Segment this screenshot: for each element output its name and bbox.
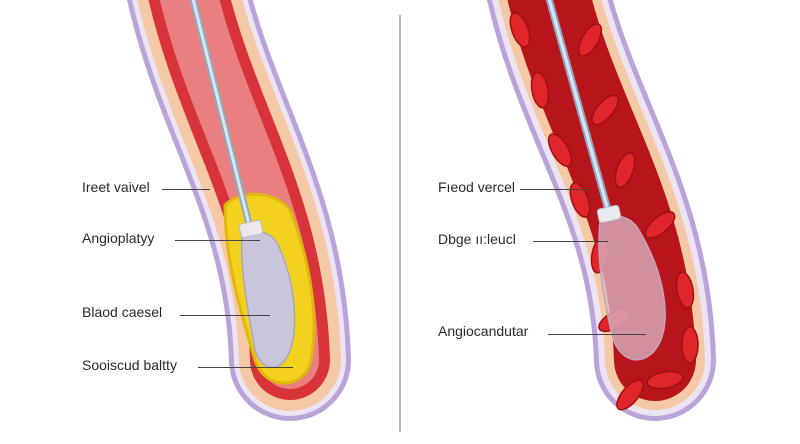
leader-line	[162, 189, 210, 190]
label-vessel-right: Fıeod vercel	[438, 179, 516, 195]
leader-line	[548, 334, 646, 335]
leader-line	[533, 241, 608, 242]
label-balloon: Sooiscud baltty	[82, 357, 177, 373]
balloon-right	[596, 204, 666, 361]
leader-line	[198, 367, 293, 368]
balloon-left	[238, 219, 296, 369]
leader-line	[180, 315, 270, 316]
label-balloon-right: Dbge ıı:leucl	[438, 231, 516, 247]
label-vessel-left: Ireet vaivel	[82, 179, 150, 195]
label-angioplasty: Angioplatyy	[82, 230, 155, 246]
leader-line	[520, 189, 590, 190]
label-angio-conduit: Angiocandutar	[438, 323, 529, 339]
leader-line	[175, 240, 260, 241]
label-blood-vessel: Blaod caesel	[82, 304, 163, 320]
